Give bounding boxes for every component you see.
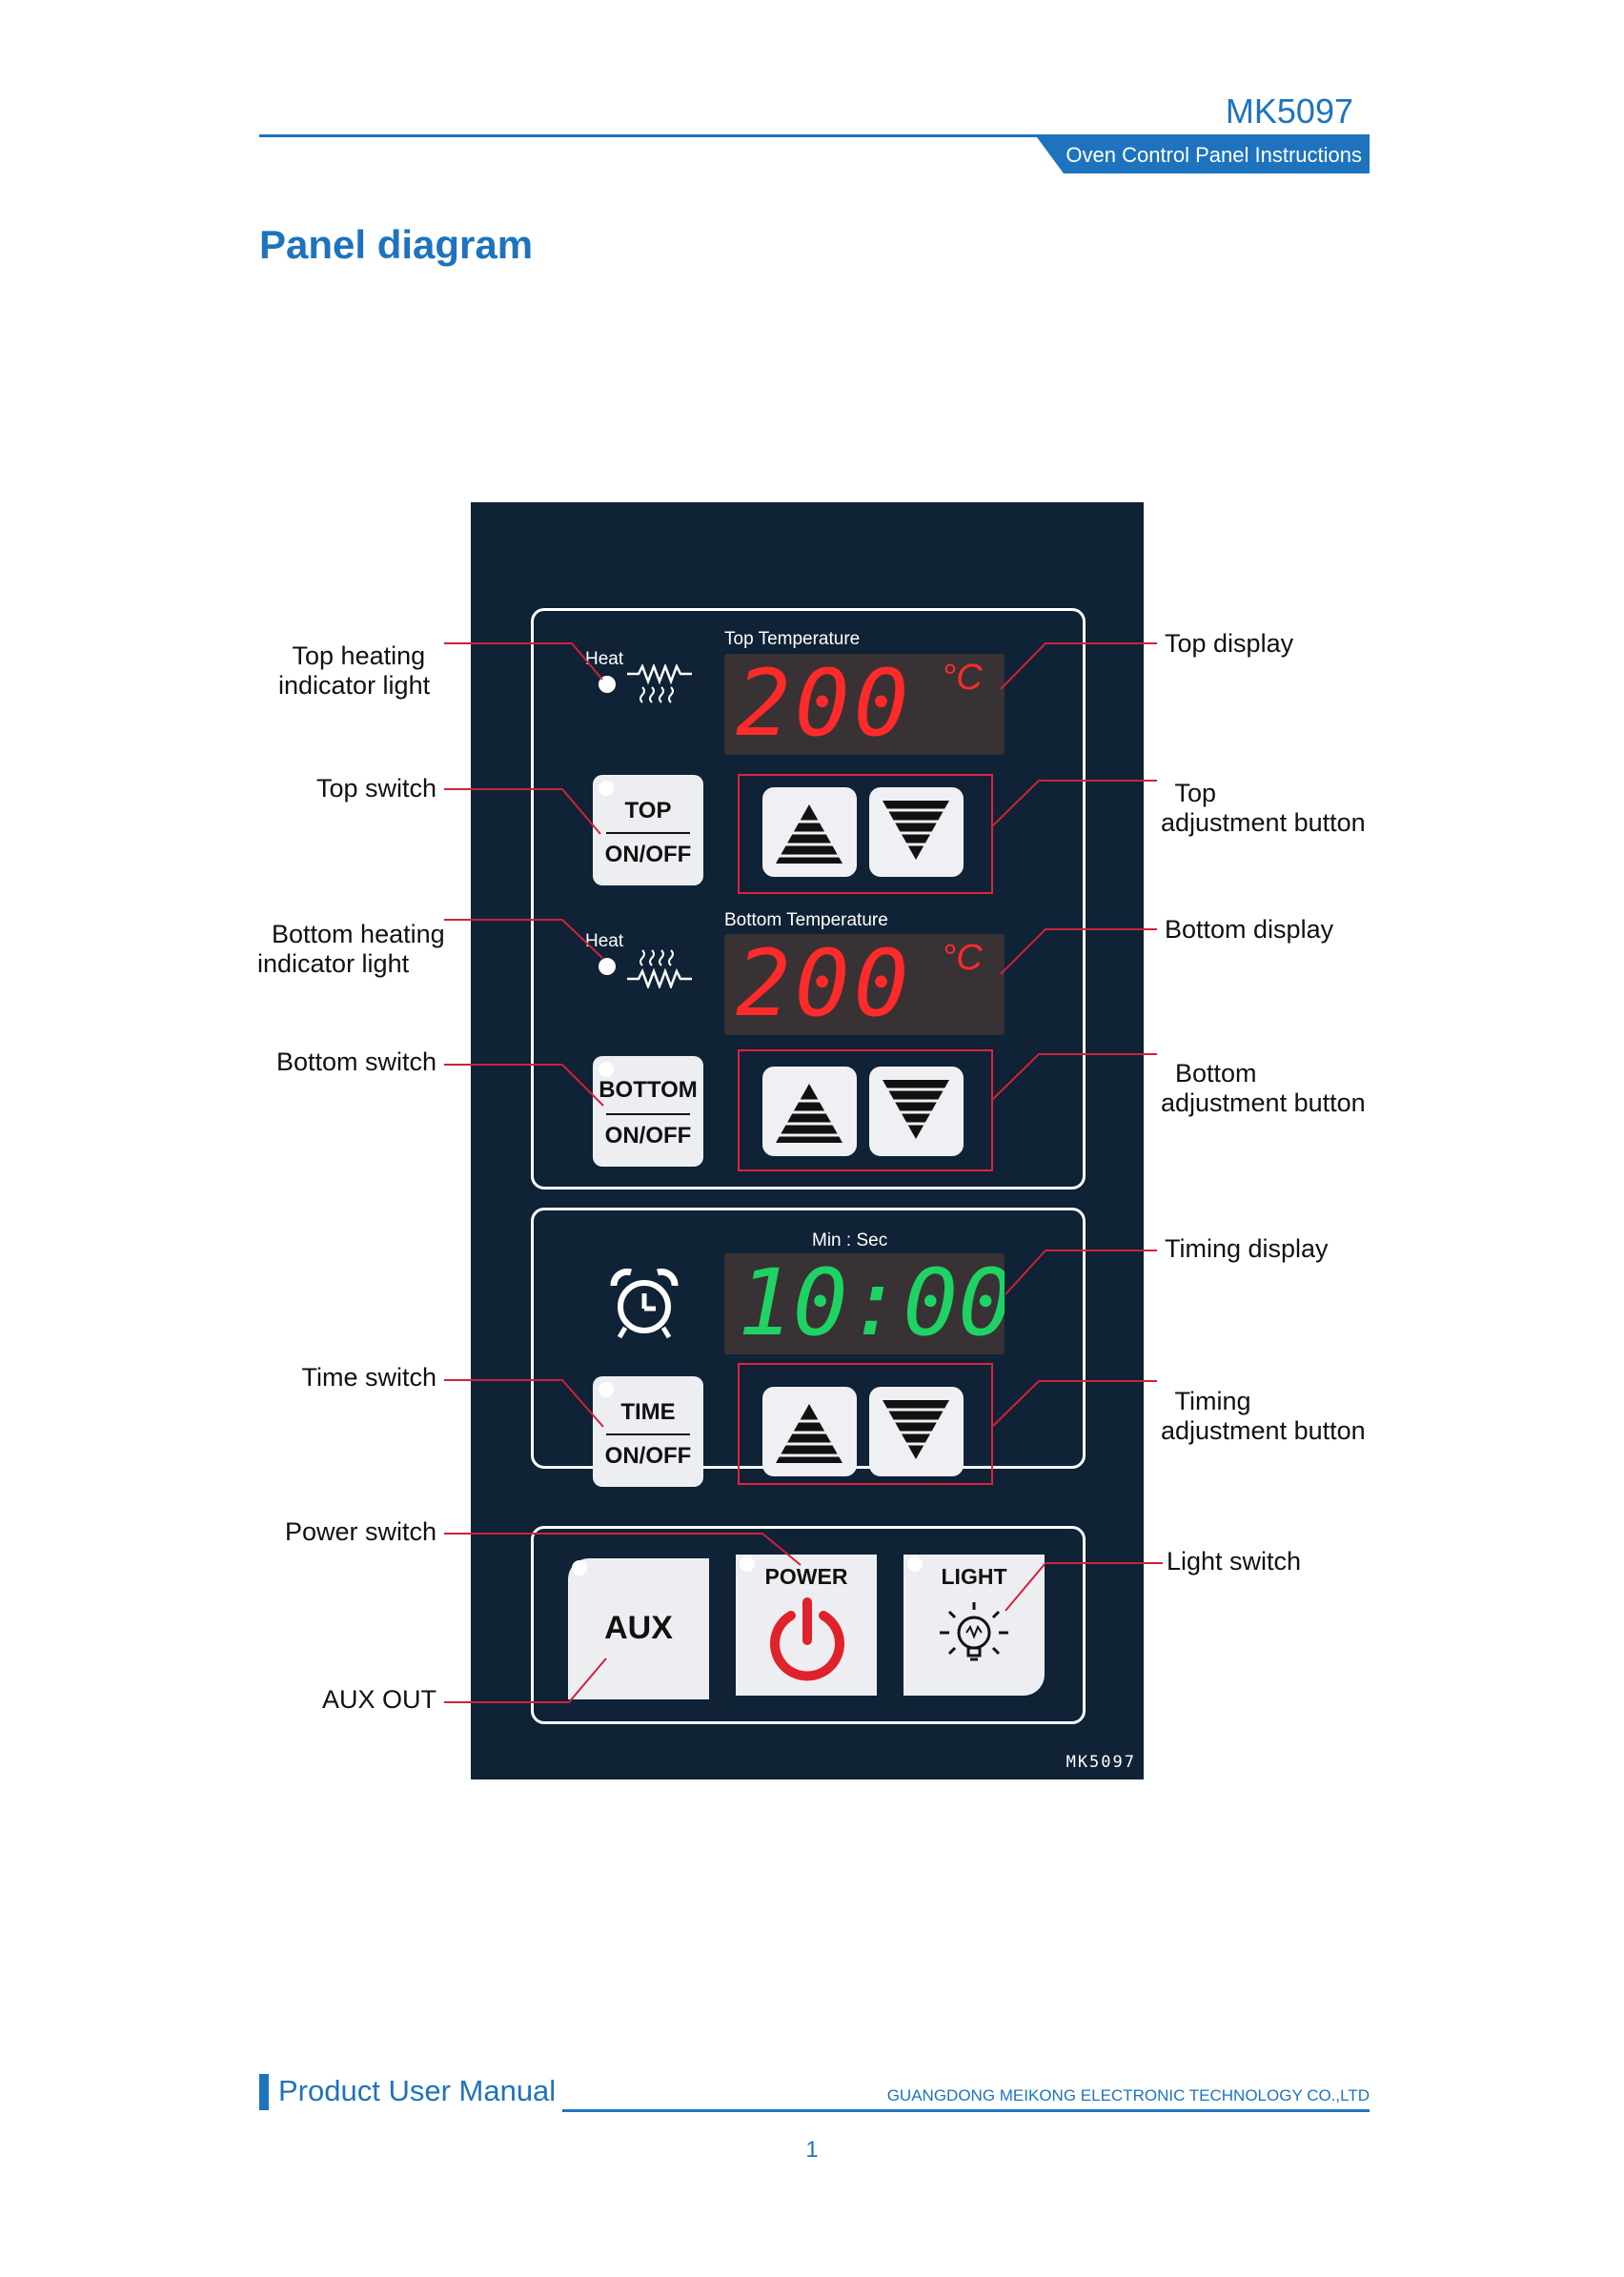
light-label: LIGHT	[941, 1564, 1007, 1589]
temperature-section	[531, 608, 1086, 1189]
callout-top-adjustment: Top adjustment button	[1161, 749, 1366, 838]
top-down-button[interactable]	[869, 787, 964, 877]
bottom-up-button[interactable]	[762, 1067, 857, 1156]
header-rule	[259, 134, 1370, 137]
callout-aux-out: AUX OUT	[321, 1685, 436, 1714]
callout-top-heating-indicator: Top heating indicator light	[210, 612, 438, 701]
bottom-switch-led	[599, 1062, 614, 1077]
top-display-value: 200	[736, 654, 913, 755]
light-switch-button[interactable]: LIGHT	[903, 1555, 1045, 1696]
callout-bottom-adjustment-text: Bottom adjustment button	[1161, 1059, 1366, 1117]
bottom-switch-onoff: ON/OFF	[604, 1123, 692, 1149]
bottom-switch-divider	[606, 1113, 690, 1115]
time-switch-button[interactable]: TIME ON/OFF	[593, 1376, 703, 1487]
time-switch-divider	[606, 1433, 690, 1435]
header-subtitle-tab: Oven Control Panel Instructions	[1037, 137, 1370, 173]
power-section	[531, 1526, 1086, 1724]
top-up-button[interactable]	[762, 787, 857, 877]
aux-label: AUX	[604, 1610, 673, 1646]
callout-timing-adjustment: Timing adjustment button	[1161, 1357, 1366, 1446]
timing-display: 10:00	[724, 1253, 1005, 1354]
bottom-temperature-label: Bottom Temperature	[724, 910, 888, 930]
callout-bottom-display: Bottom display	[1165, 915, 1334, 944]
callout-bottom-switch: Bottom switch	[275, 1047, 436, 1076]
callout-top-heating-indicator-text: Top heating indicator light	[278, 641, 431, 700]
power-icon	[770, 1597, 844, 1681]
callout-time-switch: Time switch	[301, 1363, 436, 1392]
top-heat-indicator-light	[599, 676, 616, 693]
timing-down-button[interactable]	[869, 1387, 964, 1476]
power-switch-button[interactable]: POWER	[736, 1555, 877, 1696]
bottom-heat-indicator-light	[599, 958, 616, 975]
bottom-heat-label: Heat	[585, 931, 624, 951]
down-arrow-icon	[881, 1400, 952, 1459]
alarm-clock-icon	[610, 1269, 679, 1339]
bottom-display-unit: °C	[942, 938, 983, 978]
timing-display-value: 10:00	[738, 1253, 1005, 1354]
time-switch-label: TIME	[620, 1399, 676, 1425]
callout-bottom-heating-indicator-text: Bottom heating indicator light	[257, 920, 445, 978]
time-switch-led	[599, 1382, 614, 1397]
up-arrow-icon	[774, 1084, 845, 1143]
top-display-unit: °C	[942, 658, 983, 698]
light-bulb-icon	[940, 1602, 1008, 1661]
up-arrow-icon	[774, 1404, 845, 1463]
aux-led	[572, 1560, 587, 1576]
footer-company: GUANGDONG MEIKONG ELECTRONIC TECHNOLOGY …	[886, 2086, 1370, 2104]
down-arrow-icon	[881, 1080, 952, 1139]
top-temperature-display: 200 °C	[724, 654, 1005, 755]
top-temperature-label: Top Temperature	[724, 629, 861, 649]
footer-rule	[562, 2109, 1370, 2112]
callout-bottom-adjustment: Bottom adjustment button	[1161, 1029, 1366, 1118]
callout-timing-adjustment-text: Timing adjustment button	[1161, 1387, 1366, 1445]
header-subtitle: Oven Control Panel Instructions	[1066, 143, 1362, 167]
timing-up-button[interactable]	[762, 1387, 857, 1476]
callout-top-adjustment-text: Top adjustment button	[1161, 779, 1366, 837]
callout-top-switch: Top switch	[315, 774, 436, 803]
down-arrow-icon	[881, 801, 952, 860]
section-title: Panel diagram	[259, 222, 534, 267]
top-switch-onoff: ON/OFF	[604, 842, 692, 867]
footer-accent-bar	[259, 2074, 269, 2110]
power-led	[740, 1556, 755, 1572]
bottom-adjustment-frame	[738, 1049, 993, 1171]
callout-timing-display: Timing display	[1165, 1234, 1329, 1263]
top-heat-label: Heat	[585, 649, 624, 669]
bottom-switch-button[interactable]: BOTTOM ON/OFF	[593, 1056, 703, 1167]
bottom-heater-icon	[627, 949, 692, 988]
callout-power-switch: Power switch	[284, 1517, 436, 1546]
top-switch-button[interactable]: TOP ON/OFF	[593, 775, 703, 885]
bottom-down-button[interactable]	[869, 1067, 964, 1156]
up-arrow-icon	[774, 804, 845, 864]
timing-adjustment-frame	[738, 1363, 993, 1485]
timer-min-sec-label: Min : Sec	[812, 1230, 888, 1250]
document-code: MK5097	[1225, 91, 1353, 131]
top-switch-led	[599, 781, 614, 796]
callout-light-switch: Light switch	[1167, 1547, 1302, 1576]
bottom-display-value: 200	[736, 934, 913, 1035]
power-label: POWER	[764, 1564, 848, 1589]
top-switch-divider	[606, 832, 690, 834]
bottom-switch-label: BOTTOM	[599, 1077, 698, 1103]
footer-title: Product User Manual	[278, 2074, 557, 2107]
bottom-temperature-display: 200 °C	[724, 934, 1005, 1035]
panel-model-tag: MK5097	[1066, 1753, 1136, 1772]
page-number: 1	[805, 2137, 819, 2163]
top-switch-label: TOP	[624, 798, 672, 823]
light-led	[907, 1556, 923, 1572]
callout-bottom-heating-indicator: Bottom heating indicator light	[191, 890, 445, 979]
top-adjustment-frame	[738, 774, 993, 894]
control-panel: Heat Top Temperature 200 °C TOP ON/OFF H…	[471, 502, 1144, 1779]
time-switch-onoff: ON/OFF	[604, 1443, 692, 1469]
callout-top-display: Top display	[1165, 629, 1294, 658]
top-heater-icon	[627, 664, 692, 703]
